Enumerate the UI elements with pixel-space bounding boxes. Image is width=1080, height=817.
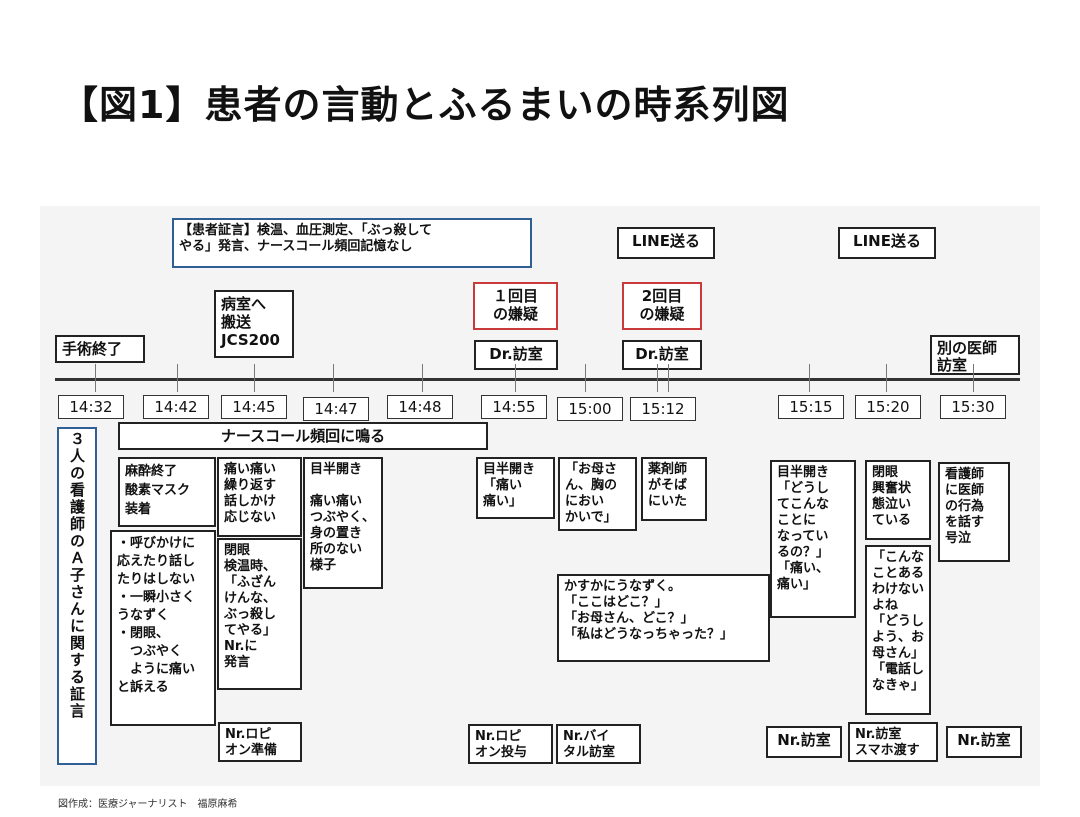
nr-visit-box-1: Nr.訪室 — [766, 726, 842, 758]
pharmacist-note: 薬剤師 がそば にいた — [641, 457, 707, 521]
pain-repeat-note: 痛い痛い 繰り返す 話しかけ 応じない — [217, 457, 302, 537]
time-label: 14:42 — [143, 395, 209, 419]
tick — [886, 364, 887, 392]
tick — [422, 364, 423, 392]
nr-visit-phone-box: Nr.訪室 スマホ渡す — [848, 722, 938, 762]
dr-visit-box-1: Dr.訪室 — [474, 340, 558, 370]
eyes-closed-note: 閉眼 検温時、 「ふざん けんな、 ぶっ殺し てやる」 Nr.に 発言 — [217, 538, 302, 690]
figure-credit: 図作成：医療ジャーナリスト 福原麻希 — [58, 799, 238, 810]
time-label: 14:32 — [58, 395, 124, 419]
half-open-1455-note: 目半開き 「痛い 痛い」 — [476, 457, 555, 519]
time-label: 14:45 — [221, 395, 287, 419]
nurse-call-bar: ナースコール頻回に鳴る — [118, 422, 488, 450]
tick — [254, 364, 255, 392]
time-label: 15:30 — [940, 395, 1006, 419]
time-label: 14:47 — [303, 397, 369, 421]
page-title: 【図1】患者の言動とふるまいの時系列図 — [60, 83, 790, 127]
faint-nod-note: かすかにうなずく。 「ここはどこ？」 「お母さん、どこ？」 「私はどうなっちゃっ… — [557, 574, 770, 662]
first-suspicion-box: １回目 の嫌疑 — [473, 282, 558, 330]
time-label: 14:48 — [387, 395, 453, 419]
nurse-testimony-label: ３人の看護師のＡ子さんに関する証言 — [57, 427, 97, 765]
kind-of-thing-note: 「こんな ことある わけない よね 「どうし よう、お 母さん」 「電話し なき… — [865, 545, 931, 715]
tick — [177, 364, 178, 392]
nr-visit-box-2: Nr.訪室 — [946, 726, 1022, 758]
tick — [809, 364, 810, 392]
mother-chest-note: 「お母さ ん、胸の におい かいで」 — [558, 457, 637, 531]
nr-vital-visit-box: Nr.バイ タル訪室 — [556, 724, 641, 764]
nurse-told-note: 看護師 に医師 の行為 を話す 号泣 — [938, 462, 1010, 562]
tick — [657, 364, 658, 392]
line-sent-box-2: LINE送る — [838, 227, 936, 259]
transfer-box: 病室へ 搬送 JCS200 — [214, 290, 294, 358]
second-suspicion-box: 2回目 の嫌疑 — [622, 282, 702, 330]
tick — [585, 364, 586, 392]
time-label: 15:15 — [778, 395, 844, 419]
nr-robion-prep-box: Nr.ロピ オン準備 — [218, 722, 302, 762]
call-response-note: ・呼びかけに 応えたり話し たりはしない ・一瞬小さく うなずく ・閉眼、 つぶ… — [110, 530, 216, 726]
surgery-end-box: 手術終了 — [55, 335, 145, 363]
tick — [973, 364, 974, 392]
dr-visit-box-2: Dr.訪室 — [622, 340, 702, 370]
time-label: 14:55 — [481, 395, 547, 419]
time-label: 15:00 — [557, 397, 623, 421]
closed-excited-note: 閉眼 興奮状 態泣い ている — [865, 460, 931, 540]
time-label: 15:12 — [630, 397, 696, 421]
nurse-testimony-text: ３人の看護師のＡ子さんに関する証言 — [68, 431, 86, 720]
eyes-half-open-note: 目半開き 痛い痛い つぶやく、 身の置き 所のない 様子 — [303, 457, 383, 589]
nr-robion-admin-box: Nr.ロピ オン投与 — [468, 724, 553, 764]
time-label: 15:20 — [855, 395, 921, 419]
tick — [333, 364, 334, 392]
half-open-1515-note: 目半開き 「どうし てこんな ことに なってい るの？」 「痛い、 痛い」 — [770, 460, 856, 618]
tick — [668, 364, 669, 392]
patient-testimony-box: 【患者証言】検温、血圧測定、「ぶっ殺して やる」発言、ナースコール頻回記憶なし — [172, 218, 532, 268]
tick — [515, 364, 516, 392]
timeline-axis — [55, 378, 1020, 381]
tick — [95, 364, 96, 392]
line-sent-box-1: LINE送る — [617, 227, 715, 259]
anesthesia-note: 麻酔終了 酸素マスク 装着 — [118, 457, 216, 527]
other-doctor-box: 別の医師 訪室 — [930, 335, 1020, 375]
